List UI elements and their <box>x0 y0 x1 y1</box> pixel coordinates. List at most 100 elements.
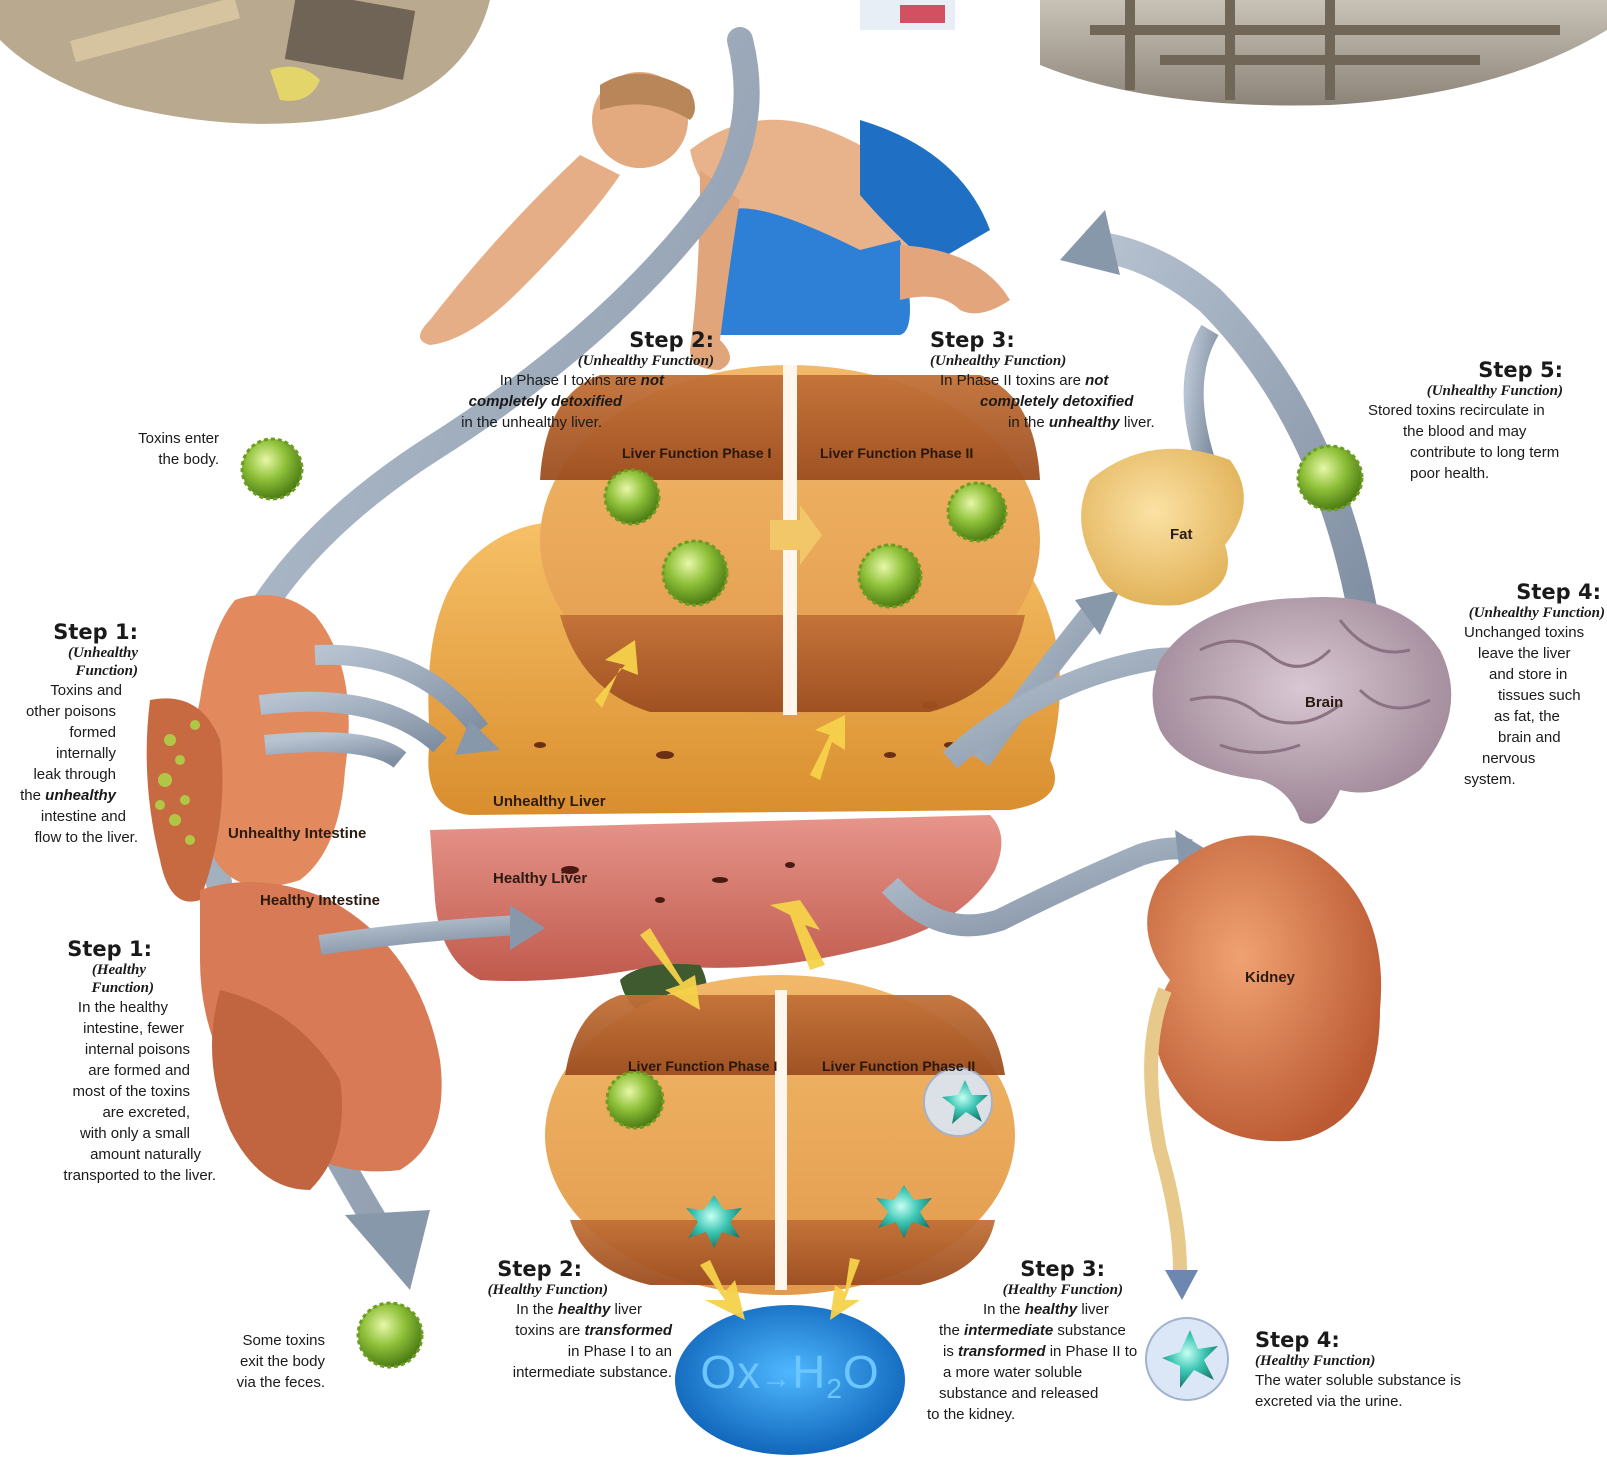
step3-healthy-l2-post: substance <box>1053 1322 1126 1339</box>
kidney-label: Kidney <box>1245 969 1295 986</box>
step1-healthy-line8: amount naturally <box>10 1144 201 1165</box>
step2-healthy-block: Step 2: (Healthy Function) In the health… <box>420 1257 672 1383</box>
step4-unhealthy-block: Step 4: (Unhealthy Function) Unchanged t… <box>1400 580 1605 790</box>
step5-unhealthy-sub: (Unhealthy Function) <box>1380 382 1563 400</box>
step1-healthy-line7: with only a small <box>10 1123 190 1144</box>
step1-unhealthy-line5: leak through <box>10 764 116 785</box>
step5-unhealthy-line2: the blood and may <box>1403 421 1605 442</box>
phase-divider-bottom <box>775 990 787 1290</box>
step2-unhealthy-l2-em: completely detoxified <box>469 393 622 410</box>
step1-healthy-line1: In the healthy <box>10 997 168 1018</box>
toxins-exit-label: Some toxins exit the body via the feces. <box>215 1330 325 1393</box>
step2-unhealthy-l3: in the unhealthy liver. <box>420 412 602 433</box>
step3-healthy-title: Step 3: <box>935 1257 1105 1281</box>
step3-healthy-l2: the intermediate substance <box>939 1320 1185 1341</box>
toxins-enter-line2: the body. <box>95 449 219 470</box>
step3-unhealthy-l2-em: completely detoxified <box>980 393 1133 410</box>
step4-unhealthy-sub: (Unhealthy Function) <box>1400 604 1605 622</box>
step4-unhealthy-line2: leave the liver <box>1478 643 1605 664</box>
toxins-exit-line2: exit the body <box>215 1351 325 1372</box>
step1-unhealthy-line7: intestine and <box>10 806 126 827</box>
ox-h2o-label: Ox→H2O <box>690 1345 890 1405</box>
toxins-exit-line1: Some toxins <box>215 1330 325 1351</box>
unhealthy-liver-label: Unhealthy Liver <box>493 793 606 810</box>
step1-unhealthy-line6-em: unhealthy <box>45 787 116 804</box>
step2-unhealthy-title: Step 2: <box>420 328 714 352</box>
step4-healthy-line2: excreted via the urine. <box>1255 1391 1495 1412</box>
step3-healthy-l6: to the kidney. <box>927 1404 1185 1425</box>
step4-unhealthy-title: Step 4: <box>1400 580 1601 604</box>
step3-healthy-l1-pre: In the <box>983 1301 1025 1318</box>
step4-unhealthy-line1: Unchanged toxins <box>1464 622 1605 643</box>
step4-healthy-line1: The water soluble substance is <box>1255 1370 1495 1391</box>
step2-healthy-l1: In the healthy liver <box>420 1299 642 1320</box>
step1-healthy-block: Step 1: (Healthy Function) In the health… <box>10 937 216 1186</box>
step3-unhealthy-title: Step 3: <box>930 328 1190 352</box>
step3-healthy-l3: is transformed in Phase II to <box>943 1341 1185 1362</box>
toxin-sphere-icon-enter <box>242 439 302 499</box>
fat-label: Fat <box>1170 526 1193 543</box>
step4-unhealthy-line4: tissues such <box>1498 685 1605 706</box>
kidney <box>1147 835 1381 1141</box>
ox-arrow: → <box>761 1362 792 1395</box>
step1-unhealthy-line8: flow to the liver. <box>10 827 138 848</box>
healthy-intestine-label: Healthy Intestine <box>260 892 380 909</box>
step2-healthy-l2-em: transformed <box>584 1322 672 1339</box>
step4-healthy-title: Step 4: <box>1255 1328 1495 1352</box>
step5-unhealthy-line3: contribute to long term <box>1410 442 1605 463</box>
step3-unhealthy-l3-pre: in the <box>1008 414 1049 431</box>
step3-healthy-block: Step 3: (Healthy Function) In the health… <box>935 1257 1185 1425</box>
step1-healthy-title: Step 1: <box>10 937 152 961</box>
step1-unhealthy-sub2: Function) <box>10 662 138 680</box>
waste-dump-vignette <box>0 0 490 124</box>
step3-unhealthy-l3: in the unhealthy liver. <box>1008 412 1190 433</box>
step3-unhealthy-block: Step 3: (Unhealthy Function) In Phase II… <box>930 328 1190 433</box>
step3-unhealthy-l1: In Phase II toxins are not <box>940 370 1190 391</box>
step4-unhealthy-line8: system. <box>1464 769 1605 790</box>
step3-unhealthy-l3-post: liver. <box>1120 414 1155 431</box>
step3-healthy-sub: (Healthy Function) <box>935 1281 1123 1299</box>
step4-healthy-block: Step 4: (Healthy Function) The water sol… <box>1255 1328 1495 1412</box>
step1-unhealthy-line6-pre: the <box>20 787 45 804</box>
kneeling-person-figure <box>420 72 1010 370</box>
step2-unhealthy-l2: completely detoxified <box>420 391 622 412</box>
step1-unhealthy-line3: formed <box>10 722 116 743</box>
step2-healthy-l2-pre: toxins are <box>515 1322 584 1339</box>
step5-unhealthy-title: Step 5: <box>1380 358 1563 382</box>
step3-unhealthy-l1-em: not <box>1085 372 1108 389</box>
step2-healthy-l3: in Phase I to an <box>420 1341 672 1362</box>
step1-healthy-sub1: (Healthy <box>10 961 146 979</box>
step1-healthy-line6: are excreted, <box>10 1102 190 1123</box>
step1-unhealthy-title: Step 1: <box>10 620 138 644</box>
toxins-enter-line1: Toxins enter <box>95 428 219 449</box>
step3-healthy-l1-em: healthy <box>1025 1301 1078 1318</box>
sub-two: 2 <box>826 1373 843 1404</box>
h-text: H <box>792 1346 826 1398</box>
step4-unhealthy-line6: brain and <box>1498 727 1605 748</box>
toxins-enter-label: Toxins enter the body. <box>95 428 219 470</box>
phase1-top-label: Liver Function Phase I <box>622 445 771 461</box>
step2-unhealthy-block: Step 2: (Unhealthy Function) In Phase I … <box>420 328 714 433</box>
step2-healthy-l1-post: liver <box>610 1301 642 1318</box>
water-soluble-bubble-icon <box>924 1068 992 1136</box>
toxins-exit-line3: via the feces. <box>215 1372 325 1393</box>
step1-healthy-line5: most of the toxins <box>10 1081 190 1102</box>
step3-healthy-l2-em: intermediate <box>964 1322 1053 1339</box>
step1-unhealthy-line2: other poisons <box>10 701 116 722</box>
step2-unhealthy-sub: (Unhealthy Function) <box>420 352 714 370</box>
step3-healthy-l5: substance and released <box>939 1383 1185 1404</box>
step1-healthy-line3: internal poisons <box>10 1039 190 1060</box>
healthy-liver-label: Healthy Liver <box>493 870 587 887</box>
step3-healthy-l4: a more water soluble <box>943 1362 1185 1383</box>
ox-text: Ox <box>700 1346 761 1398</box>
step3-healthy-l1: In the healthy liver <box>983 1299 1185 1320</box>
step3-healthy-l1-post: liver <box>1077 1301 1109 1318</box>
step3-unhealthy-l2: completely detoxified <box>980 391 1190 412</box>
toxin-sphere-liver-bottom <box>607 1072 663 1128</box>
step2-unhealthy-l1-em: not <box>641 372 664 389</box>
recirculation-arrowhead <box>1060 210 1120 275</box>
step2-unhealthy-l1: In Phase I toxins are not <box>420 370 664 391</box>
step1-healthy-line2: intestine, fewer <box>10 1018 184 1039</box>
toxin-sphere-icon-exit <box>358 1303 422 1367</box>
